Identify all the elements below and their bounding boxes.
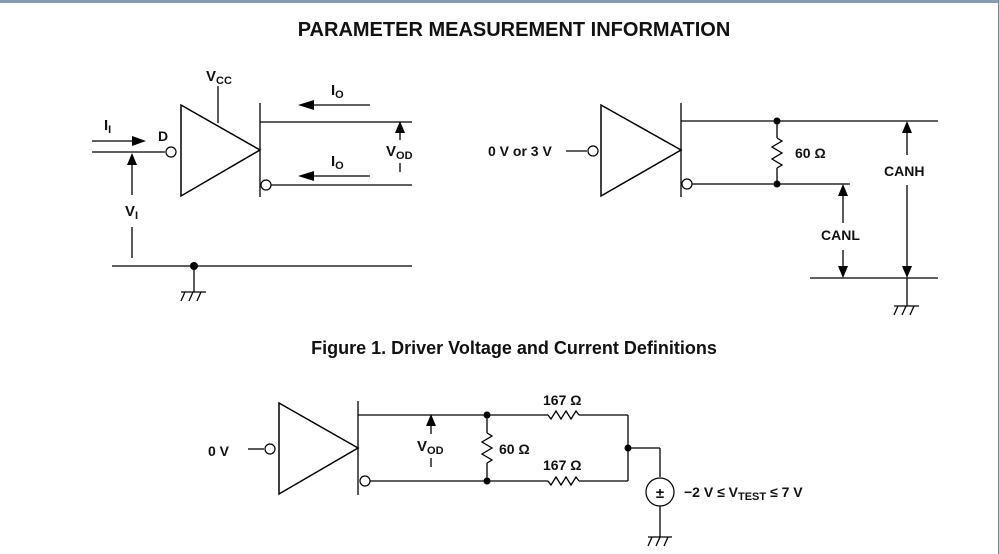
right-driver-diagram: 0 V or 3 V 60 Ω CANH CANL [488,103,938,316]
right-60-ohm-resistor [770,137,784,169]
bottom-input-bubble [264,443,276,455]
bottom-upper-167-ohm-resistor [547,409,580,421]
figure-caption: Figure 1. Driver Voltage and Current Def… [311,338,717,358]
left-driver-triangle [180,103,262,198]
left-input-bubble [165,146,177,158]
bottom-vtest-label: −2 V ≤ VTEST ≤ 7 V [684,484,803,503]
bottom-60-ohm-resistor [480,432,494,464]
right-resistor-label: 60 Ω [795,145,826,161]
right-input-bubble [587,145,599,157]
bottom-source-symbol: ± [656,485,664,502]
canh-label: CANH [884,163,924,179]
left-vi-label: VI [125,203,138,222]
canh-arrowhead-bottom [902,266,912,278]
left-io-bottom-label: IO [331,153,344,172]
window-top-border [0,0,999,3]
page-title: PARAMETER MEASUREMENT INFORMATION [298,19,731,41]
left-vod-arrowhead [395,121,405,133]
canh-arrowhead-top [902,121,912,133]
bottom-input-label: 0 V [208,443,230,459]
left-ii-arrowhead [132,136,146,146]
canl-arrowhead-bottom [838,266,848,278]
left-io-top-arrowhead [298,100,314,110]
bottom-lower-167-ohm-resistor [547,475,580,487]
bottom-shunt-resistor-label: 60 Ω [499,441,530,457]
bottom-test-circuit: 0 V 167 Ω 167 Ω ± −2 V ≤ VTEST ≤ [208,392,803,547]
bottom-ground-symbol [647,536,672,547]
right-output-bubble [681,178,693,190]
left-ground-symbol [180,291,206,302]
bottom-vod-label: VOD [417,438,444,457]
left-d-label: D [158,128,168,144]
canl-label: CANL [821,227,860,243]
right-input-label: 0 V or 3 V [488,143,552,159]
right-ground-symbol [893,305,919,316]
left-io-bottom-arrowhead [298,171,314,181]
canl-arrowhead-top [838,184,848,196]
bottom-upper-resistor-label: 167 Ω [543,392,581,408]
left-vi-arrowhead [127,153,137,165]
left-vcc-label: VCC [206,68,232,87]
right-driver-triangle [600,103,683,198]
bottom-output-bubble [359,475,371,487]
left-output-bubble [260,179,272,191]
left-vod-label: VOD [386,143,413,162]
left-ii-label: II [104,117,111,136]
bottom-vod-arrowhead [426,414,436,426]
bottom-driver-triangle [278,401,360,496]
left-driver-diagram: VCC II D VI IO IO [92,68,413,302]
bottom-lower-resistor-label: 167 Ω [543,457,581,473]
left-io-top-label: IO [331,82,344,101]
